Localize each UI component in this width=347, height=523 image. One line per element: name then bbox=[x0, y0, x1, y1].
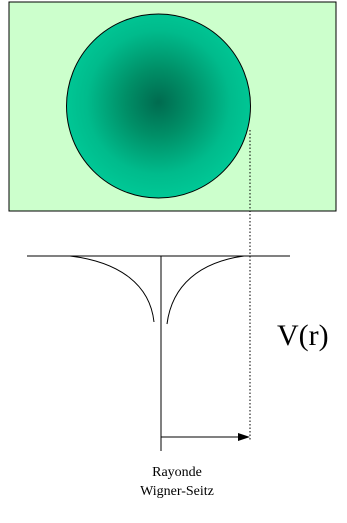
potential-curve-left bbox=[69, 255, 155, 323]
sphere bbox=[66, 13, 251, 199]
radius-label: Rayonde Wigner-Seitz bbox=[108, 463, 246, 501]
radius-label-line1: Rayonde bbox=[152, 465, 202, 480]
radius-arrow-head bbox=[238, 433, 250, 441]
potential-label: V(r) bbox=[277, 319, 329, 352]
potential-curve-right bbox=[166, 255, 245, 325]
radius-label-line2: Wigner-Seitz bbox=[140, 484, 214, 499]
